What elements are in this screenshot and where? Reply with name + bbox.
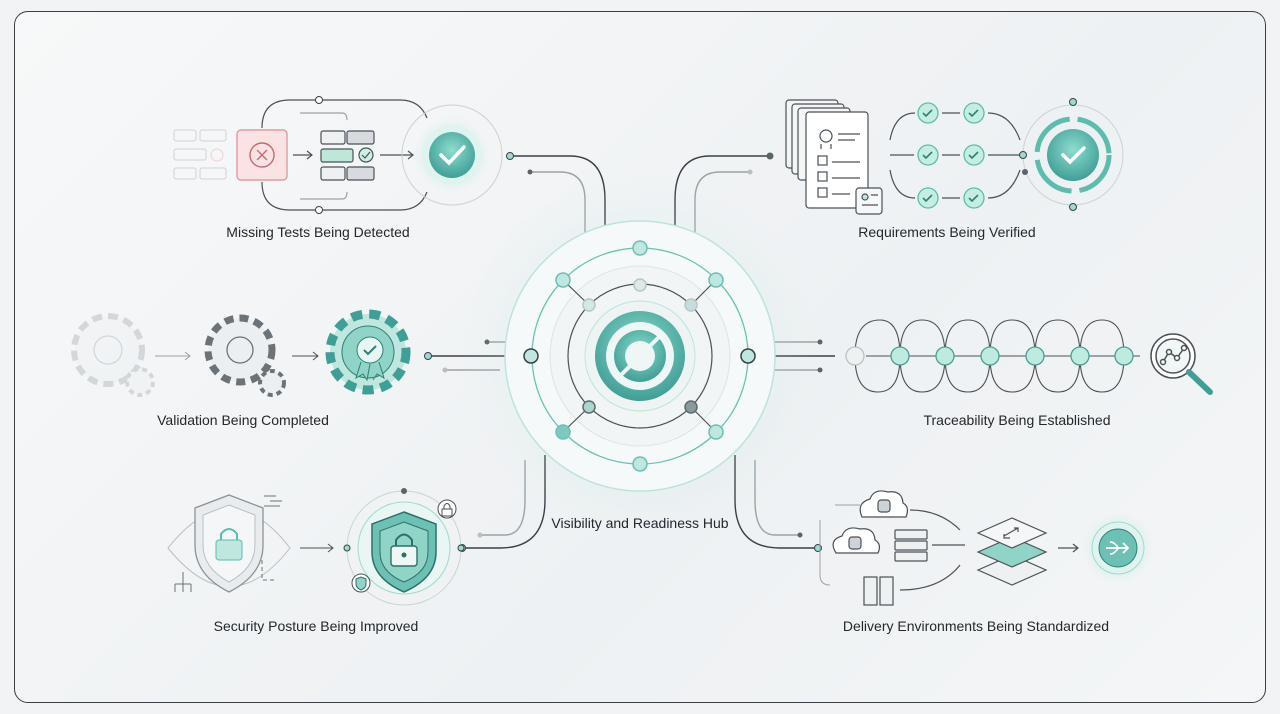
hub-nodes bbox=[523, 240, 756, 472]
section-validation: Validation Being Completed bbox=[71, 309, 411, 428]
magnifier-chart-icon bbox=[1150, 333, 1213, 395]
visibility-readiness-hub: Visibility and Readiness Hub bbox=[460, 176, 820, 536]
section-label: Validation Being Completed bbox=[157, 412, 329, 428]
small-lock-badge-icon bbox=[437, 499, 457, 519]
test-form-icon bbox=[320, 130, 375, 181]
hub-label: Visibility and Readiness Hub bbox=[551, 515, 728, 531]
network-icon bbox=[174, 495, 282, 592]
section-security: Security Posture Being Improved bbox=[167, 488, 465, 634]
section-label: Requirements Being Verified bbox=[858, 224, 1035, 240]
small-shield-badge-icon bbox=[351, 573, 371, 593]
faded-gears-icon bbox=[71, 313, 155, 397]
cloud-database-icon bbox=[832, 490, 909, 554]
error-x-icon bbox=[236, 129, 288, 181]
gear-badge-icon bbox=[325, 309, 411, 395]
section-traceability: Traceability Being Established bbox=[845, 319, 1213, 428]
trace-nodes bbox=[845, 346, 1134, 366]
gears-icon bbox=[204, 314, 286, 397]
shield-outline-icon bbox=[194, 494, 264, 593]
hub-target-icon bbox=[595, 311, 685, 401]
server-rack-icon bbox=[863, 529, 928, 606]
layers-stack-icon bbox=[976, 517, 1048, 586]
section-label: Delivery Environments Being Standardized bbox=[843, 618, 1109, 634]
verified-check-icon bbox=[1022, 104, 1124, 206]
section-label: Missing Tests Being Detected bbox=[226, 224, 409, 240]
faded-form-icon bbox=[173, 129, 227, 180]
section-missing-tests: Missing Tests Being Detected bbox=[173, 96, 503, 240]
shield-lock-icon bbox=[346, 490, 462, 606]
deploy-flow-icon bbox=[1082, 512, 1154, 584]
section-label: Security Posture Being Improved bbox=[214, 618, 419, 634]
section-delivery: Delivery Environments Being Standardized bbox=[819, 490, 1154, 634]
documents-checklist-icon bbox=[785, 99, 883, 215]
section-label: Traceability Being Established bbox=[923, 412, 1110, 428]
section-requirements: Requirements Being Verified bbox=[785, 98, 1124, 240]
check-circle-icon bbox=[401, 104, 503, 206]
